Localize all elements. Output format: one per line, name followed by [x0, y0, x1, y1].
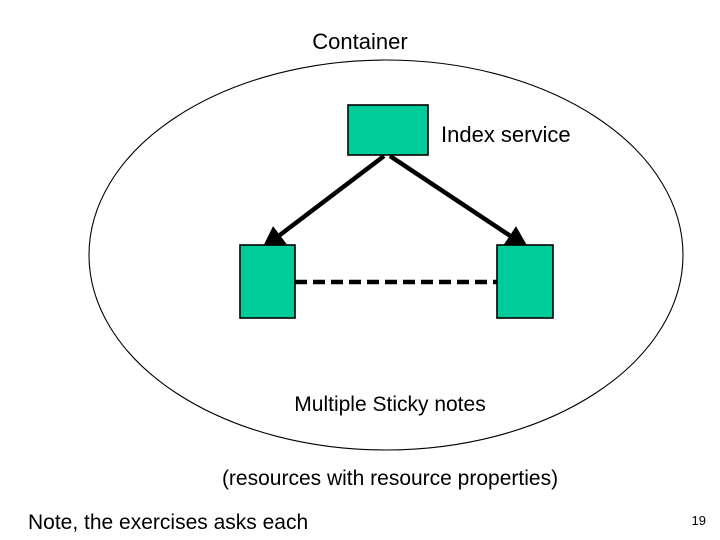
arrow-to-sticky-left	[261, 154, 386, 249]
page-number: 19	[691, 513, 706, 528]
node-index-service[interactable]	[347, 104, 429, 156]
arrow-to-sticky-right	[388, 154, 529, 248]
exercise-note: Note, the exercises asks each person to …	[28, 461, 346, 540]
node-sticky-note-left[interactable]	[239, 244, 296, 319]
sticky-notes-caption: Multiple Sticky notes (resources with re…	[110, 343, 670, 540]
sticky-caption-line-1: Multiple Sticky notes	[294, 392, 486, 416]
exercise-note-line-1: Note, the exercises asks each	[28, 510, 309, 534]
index-service-label: Index service	[441, 122, 571, 147]
sticky-caption-line-2: (resources with resource properties)	[221, 466, 559, 490]
container-title: Container	[312, 29, 408, 54]
node-sticky-note-right[interactable]	[496, 244, 554, 319]
container-ellipse	[88, 59, 684, 451]
